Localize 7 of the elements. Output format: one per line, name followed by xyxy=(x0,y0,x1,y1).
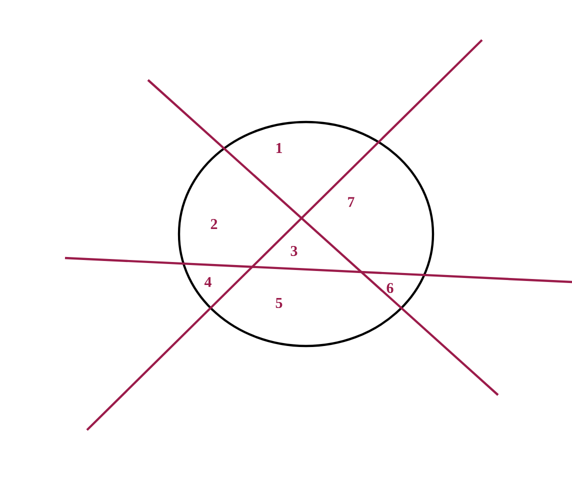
region-number: 7 xyxy=(348,197,354,207)
region-number: 5 xyxy=(276,298,282,308)
region-number: 4 xyxy=(204,277,212,287)
region-number: 3 xyxy=(290,246,298,256)
region-number: 1 xyxy=(276,143,282,153)
region-number: 2 xyxy=(210,219,218,229)
region-number: 6 xyxy=(386,282,394,294)
